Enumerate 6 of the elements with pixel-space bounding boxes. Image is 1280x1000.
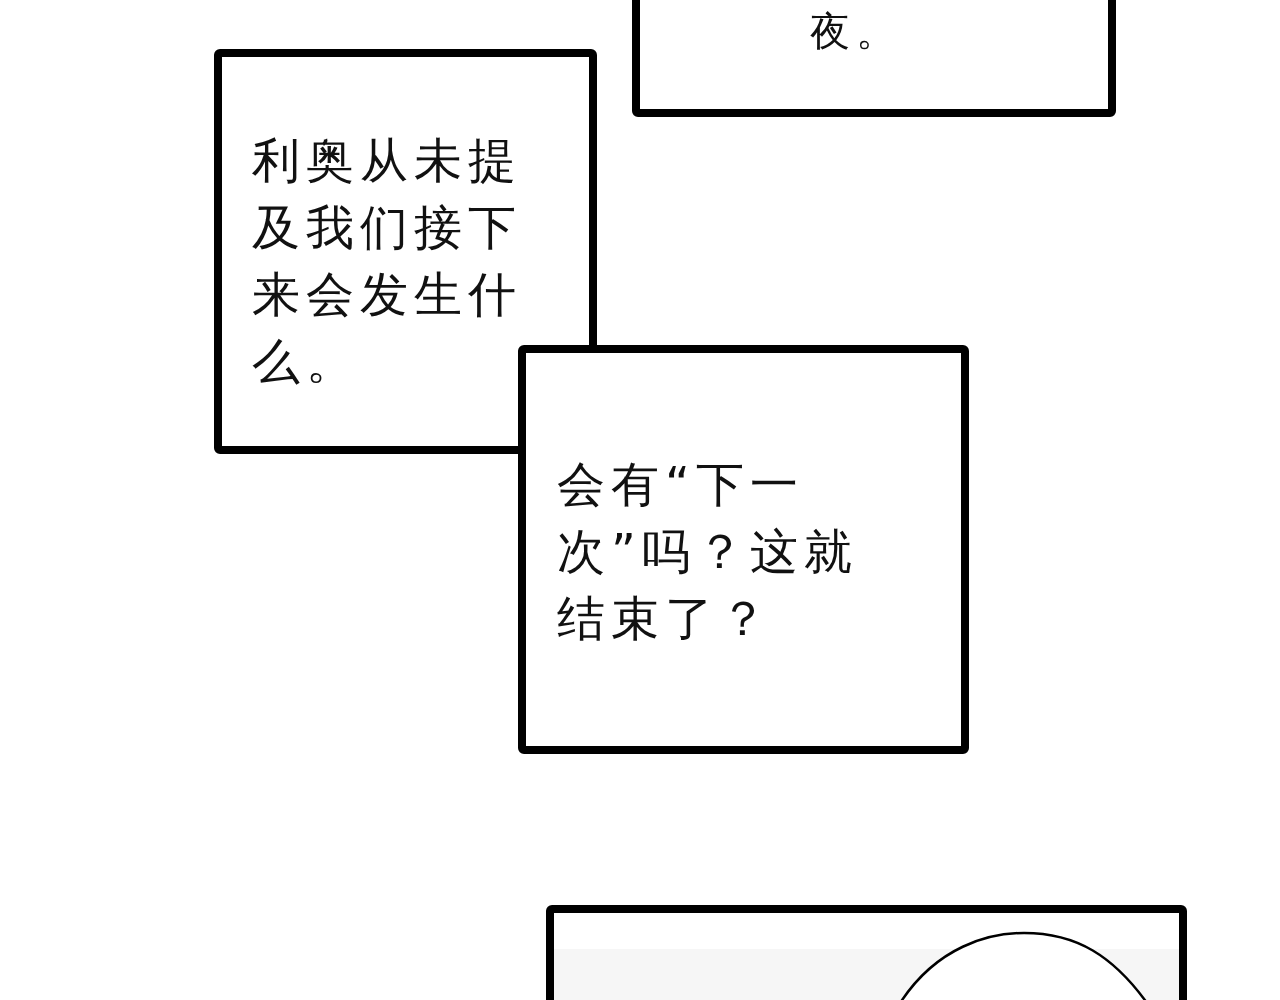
caption-text: 利奥从未提及我们接下来会发生什么。 — [252, 131, 523, 391]
caption-text: 夜。 — [810, 7, 903, 56]
caption-text: 会有“下一次”吗？这就结束了？ — [557, 455, 859, 648]
caption-box — [632, 0, 1116, 117]
caption-box — [518, 345, 969, 754]
caption-box — [214, 49, 597, 454]
